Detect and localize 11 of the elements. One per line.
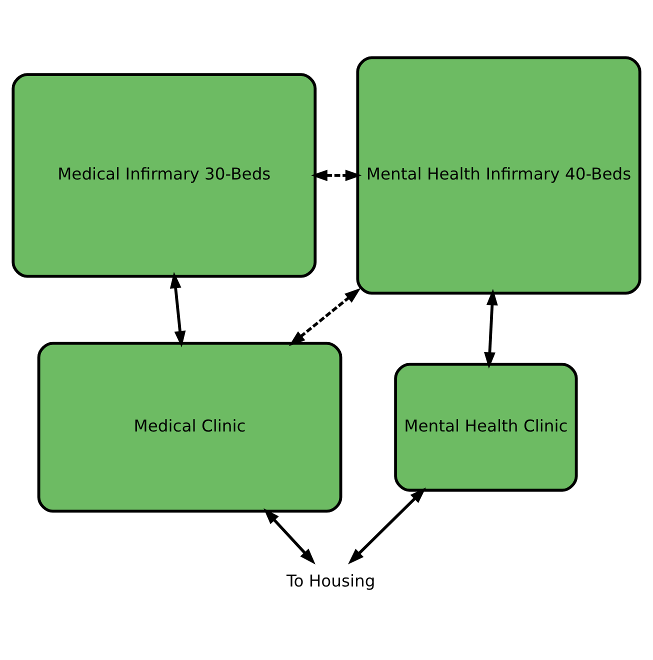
arrow — [348, 486, 426, 564]
node-box: Medical Clinic — [37, 341, 342, 512]
node-box: Medical Infirmary 30-Beds — [12, 72, 317, 278]
node-box: Mental Health Infirmary 40-Beds — [356, 56, 642, 294]
arrow — [264, 508, 316, 564]
node-box: Mental Health Clinic — [394, 362, 578, 492]
arrow — [484, 288, 498, 368]
arrow — [170, 271, 186, 347]
arrow — [311, 169, 362, 181]
node-text: To Housing — [286, 571, 376, 590]
arrow — [288, 288, 361, 346]
